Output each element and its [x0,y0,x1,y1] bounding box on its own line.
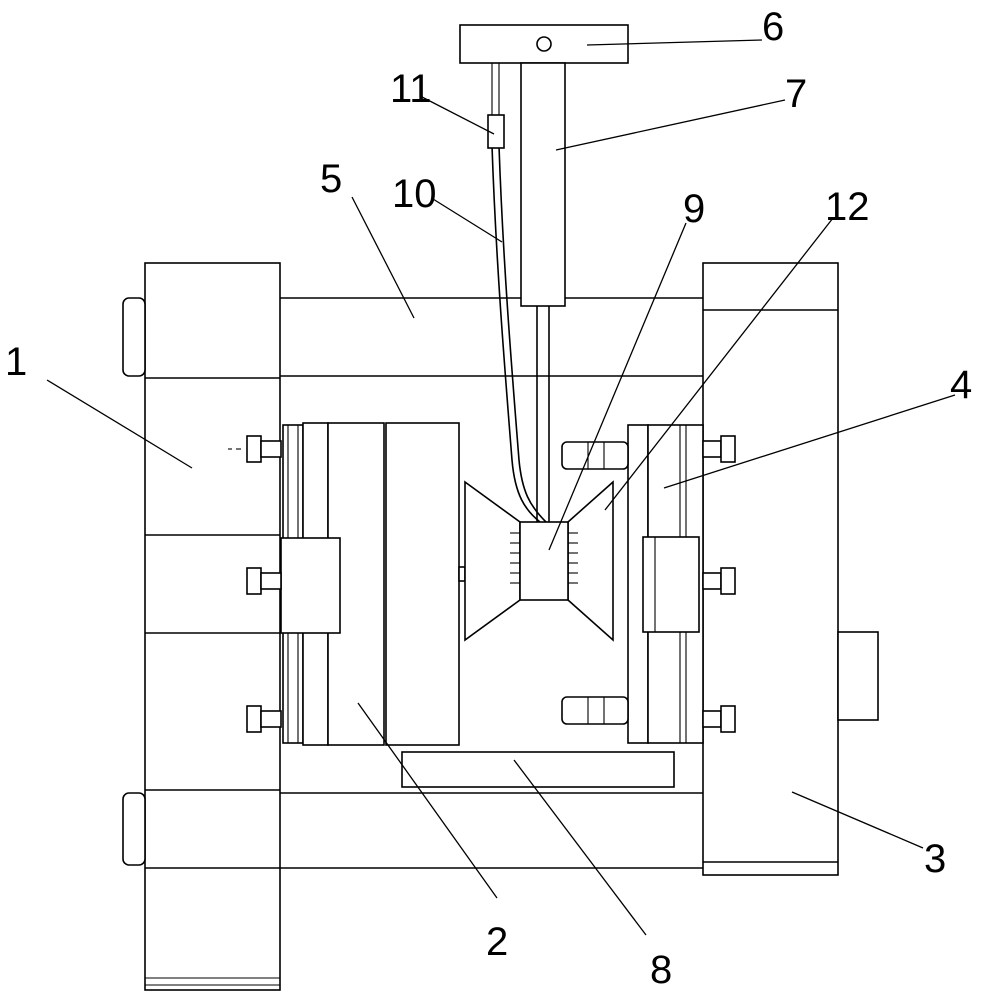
chip-insert [510,521,578,601]
tie-rods [280,297,703,869]
label-3: 3 [924,837,946,881]
suction-fixture [464,480,614,642]
label-8: 8 [650,948,672,992]
callout-lines [46,39,956,936]
air-pipe [487,63,547,523]
manipulator [459,24,629,522]
base-plate [401,751,675,788]
right-bolts [702,435,736,733]
right-platen [702,262,879,876]
label-2: 2 [486,920,508,964]
left-bolts [228,435,282,733]
label-4: 4 [950,363,972,407]
label-9: 9 [683,187,705,231]
tie-rod-nut-top [122,297,146,377]
left-platen [144,262,281,991]
tie-rod-nut-bottom [122,792,146,866]
left-mold-half [280,422,466,746]
label-6: 6 [762,5,784,49]
label-11: 11 [390,67,432,111]
label-5: 5 [320,157,342,201]
label-1: 1 [5,340,27,384]
part-labels: 1 2 3 4 5 6 7 8 9 10 11 12 [5,5,972,992]
label-10: 10 [392,172,437,216]
label-7: 7 [785,72,807,116]
label-12: 12 [825,185,870,229]
